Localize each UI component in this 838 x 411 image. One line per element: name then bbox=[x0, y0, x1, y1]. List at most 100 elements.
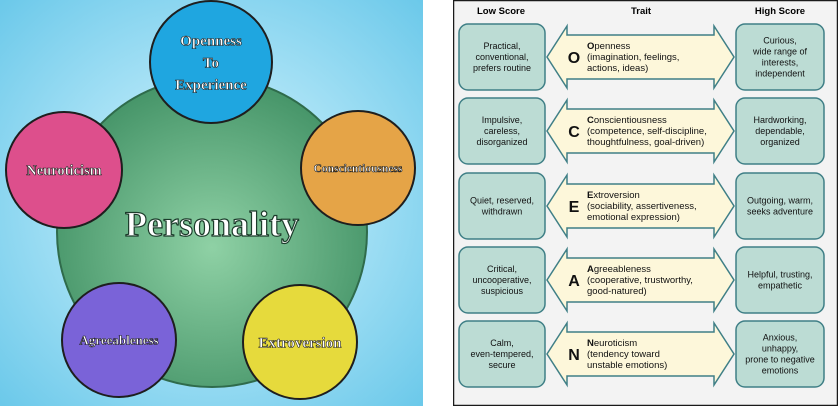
high-score-text: emotions bbox=[762, 366, 799, 376]
trait-detail: good-natured) bbox=[587, 286, 647, 297]
low-score-box bbox=[458, 23, 546, 91]
low-score-box bbox=[458, 97, 546, 165]
low-score-text: even-tempered, bbox=[470, 349, 533, 359]
trait-title-initial: A bbox=[587, 264, 594, 275]
trait-detail: unstable emotions) bbox=[587, 360, 667, 371]
trait-title-initial: C bbox=[587, 115, 594, 126]
trait-circle-label: To bbox=[203, 55, 219, 71]
trait-row-o: Practical,conventional,prefers routine Cu… bbox=[458, 23, 825, 91]
trait-double-arrow bbox=[546, 23, 735, 91]
trait-title-rest: greeableness bbox=[594, 264, 651, 275]
trait-row-c: Impulsive,careless,disorganized Hardworki… bbox=[458, 97, 825, 165]
trait-title: Openness bbox=[587, 41, 631, 52]
low-score-text: Quiet, reserved, bbox=[470, 196, 534, 206]
low-score-box bbox=[458, 320, 546, 388]
trait-detail: (imagination, feelings, bbox=[587, 52, 679, 63]
low-score-text: Practical, bbox=[483, 41, 520, 51]
trait-detail: thoughtfulness, goal-driven) bbox=[587, 137, 704, 148]
low-score-text: uncooperative, bbox=[472, 275, 531, 285]
trait-detail: (tendency toward bbox=[587, 349, 660, 360]
personality-center-label: Personality bbox=[125, 204, 299, 244]
high-score-text: Outgoing, warm, bbox=[747, 196, 813, 206]
trait-detail: (cooperative, trustworthy, bbox=[587, 275, 693, 286]
trait-circle-label: Conscientiousness bbox=[314, 163, 403, 175]
trait-letter: N bbox=[568, 347, 580, 364]
low-score-text: Impulsive, bbox=[482, 115, 523, 125]
personality-diagram-graphic: OpennessToExperienceConscientiousnessExt… bbox=[0, 0, 423, 406]
low-score-text: suspicious bbox=[481, 286, 524, 296]
trait-circle-shape bbox=[61, 282, 177, 398]
trait-circle-label: Experience bbox=[175, 77, 247, 93]
trait-letter: C bbox=[568, 124, 580, 141]
trait-circle-shape bbox=[149, 0, 273, 124]
low-score-box bbox=[458, 172, 546, 240]
high-score-box bbox=[735, 23, 825, 91]
trait-detail: actions, ideas) bbox=[587, 63, 648, 74]
trait-double-arrow bbox=[546, 172, 735, 240]
trait-double-arrow bbox=[546, 320, 735, 388]
trait-title: Conscientiousness bbox=[587, 115, 667, 126]
trait-title-rest: penness bbox=[594, 41, 630, 52]
trait-row-e: Quiet, reserved,withdrawn Outgoing, warm,… bbox=[458, 172, 825, 240]
trait-circle-extroversion: Extroversion bbox=[242, 284, 358, 400]
high-score-box bbox=[735, 97, 825, 165]
high-score-text: unhappy, bbox=[762, 344, 798, 354]
low-score-text: conventional, bbox=[475, 52, 528, 62]
trait-row-a: Critical,uncooperative,suspicious Helpful… bbox=[458, 246, 825, 314]
trait-circle-agreeableness: Agreeableness bbox=[61, 282, 177, 398]
low-score-box bbox=[458, 246, 546, 314]
high-score-box bbox=[735, 320, 825, 388]
high-score-text: interests, bbox=[762, 58, 799, 68]
high-score-text: Helpful, trusting, bbox=[747, 270, 812, 280]
trait-circle-label: Openness bbox=[180, 33, 242, 49]
low-score-text: withdrawn bbox=[481, 207, 523, 217]
trait-title-initial: E bbox=[587, 190, 593, 201]
trait-circle-label: Neuroticism bbox=[26, 163, 101, 179]
low-score-text: careless, bbox=[484, 126, 520, 136]
high-score-header: High Score bbox=[755, 6, 805, 17]
high-score-text: Curious, bbox=[763, 36, 797, 46]
big-five-table-graphic: Low Score Trait High Score Practical,con… bbox=[453, 0, 838, 406]
trait-detail: (sociability, assertiveness, bbox=[587, 201, 697, 212]
trait-title-initial: N bbox=[587, 338, 594, 349]
high-score-box bbox=[735, 246, 825, 314]
trait-title: Extroversion bbox=[587, 190, 640, 201]
high-score-text: empathetic bbox=[758, 281, 803, 291]
trait-letter: A bbox=[568, 273, 580, 290]
low-score-header: Low Score bbox=[477, 6, 525, 17]
trait-circle-shape bbox=[300, 110, 416, 226]
trait-row-n: Calm,even-tempered,secure Anxious,unhappy… bbox=[458, 320, 825, 388]
trait-circle-shape bbox=[242, 284, 358, 400]
trait-title: Agreeableness bbox=[587, 264, 651, 275]
trait-circle-neuroticism: Neuroticism bbox=[5, 111, 123, 229]
high-score-text: wide range of bbox=[752, 47, 808, 57]
high-score-text: Anxious, bbox=[763, 333, 798, 343]
trait-circle-shape bbox=[5, 111, 123, 229]
trait-detail: emotional expression) bbox=[587, 212, 680, 223]
low-score-text: Calm, bbox=[490, 338, 514, 348]
trait-title-rest: xtroversion bbox=[593, 190, 639, 201]
low-score-text: disorganized bbox=[476, 137, 527, 147]
big-five-table: Low Score Trait High Score Practical,con… bbox=[453, 0, 838, 406]
trait-letter: O bbox=[568, 50, 580, 67]
high-score-text: prone to negative bbox=[745, 355, 815, 365]
high-score-text: dependable, bbox=[755, 126, 805, 136]
trait-circle-label: Extroversion bbox=[258, 335, 342, 351]
trait-double-arrow bbox=[546, 97, 735, 165]
trait-title-initial: O bbox=[587, 41, 594, 52]
low-score-text: Critical, bbox=[487, 264, 517, 274]
trait-double-arrow bbox=[546, 246, 735, 314]
trait-header: Trait bbox=[631, 6, 652, 17]
high-score-text: independent bbox=[755, 69, 805, 79]
trait-circle-label: Agreeableness bbox=[79, 333, 158, 348]
low-score-text: secure bbox=[488, 360, 515, 370]
low-score-text: prefers routine bbox=[473, 63, 531, 73]
high-score-text: Hardworking, bbox=[753, 115, 806, 125]
high-score-text: organized bbox=[760, 137, 800, 147]
high-score-box bbox=[735, 172, 825, 240]
trait-title-rest: onscientiousness bbox=[594, 115, 667, 126]
trait-letter: E bbox=[569, 199, 580, 216]
trait-detail: (competence, self-discipline, bbox=[587, 126, 707, 137]
